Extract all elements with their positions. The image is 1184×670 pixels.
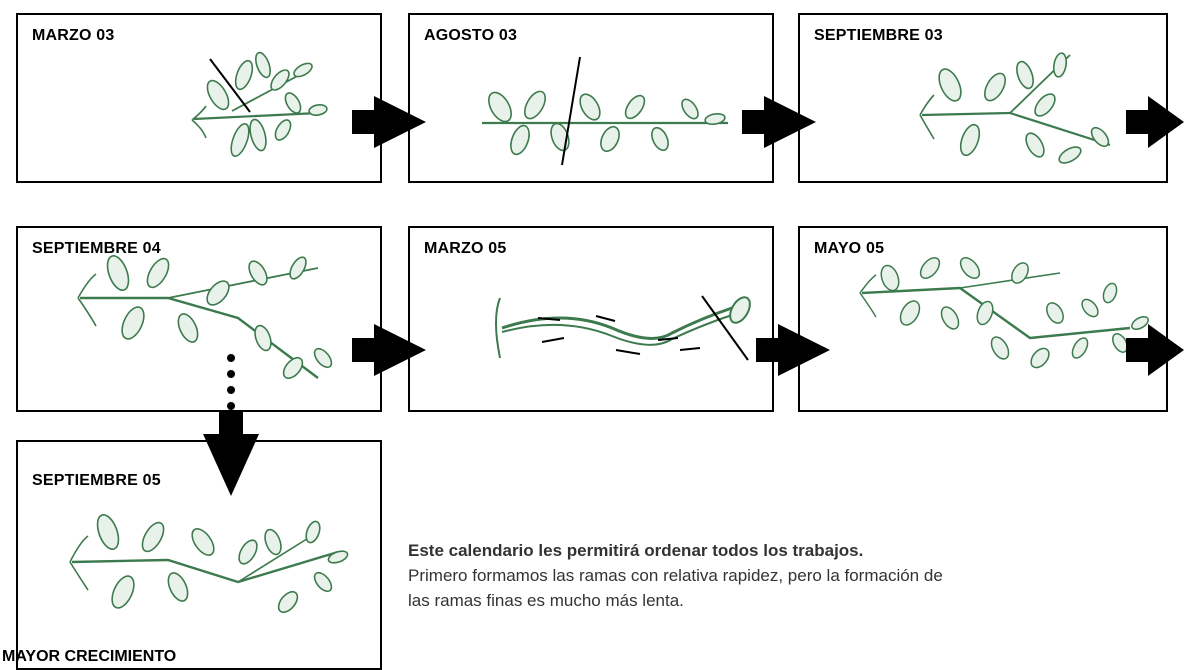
- panel-label: MAYO 05: [814, 240, 885, 257]
- branch-illustration: [495, 295, 751, 361]
- panel-marzo-03: MARZO 03: [16, 13, 382, 183]
- panel-label: MARZO 05: [424, 240, 507, 257]
- branch-illustration: [919, 52, 1111, 164]
- panel-septiembre-03: SEPTIEMBRE 03: [798, 13, 1168, 183]
- arrow-right-icon: [352, 96, 426, 148]
- arrow-down-icon: [203, 412, 259, 496]
- branch-illustration: [77, 255, 333, 380]
- panel-label: SEPTIEMBRE 05: [32, 472, 161, 489]
- arrow-right-icon: [756, 324, 830, 376]
- branch-illustration: [69, 514, 349, 614]
- branch-illustration: [859, 257, 1149, 369]
- arrow-right-icon: [1126, 96, 1184, 148]
- panel-septiembre-04: SEPTIEMBRE 04: [16, 226, 382, 412]
- panel-agosto-03: AGOSTO 03: [408, 13, 774, 183]
- branch-illustration: [482, 56, 728, 166]
- footer-label: MAYOR CRECIMIENTO: [2, 648, 177, 665]
- arrow-right-icon: [1126, 324, 1184, 376]
- panel-label: AGOSTO 03: [424, 27, 518, 44]
- caption-lead: Este calendario les permitirá ordenar to…: [408, 541, 864, 560]
- caption-body: Primero formamos las ramas con relativa …: [408, 566, 943, 610]
- panel-septiembre-05: SEPTIEMBRE 05: [16, 440, 382, 670]
- dotted-line-icon: [227, 354, 235, 410]
- panel-mayo-05: MAYO 05: [798, 226, 1168, 412]
- panel-marzo-05: MARZO 05: [408, 226, 774, 412]
- panel-label: SEPTIEMBRE 03: [814, 27, 943, 44]
- panel-label: MARZO 03: [32, 27, 115, 44]
- branch-illustration: [191, 51, 328, 157]
- panel-label: SEPTIEMBRE 04: [32, 240, 161, 257]
- arrow-right-icon: [742, 96, 816, 148]
- caption: Este calendario les permitirá ordenar to…: [408, 538, 968, 613]
- arrow-right-icon: [352, 324, 426, 376]
